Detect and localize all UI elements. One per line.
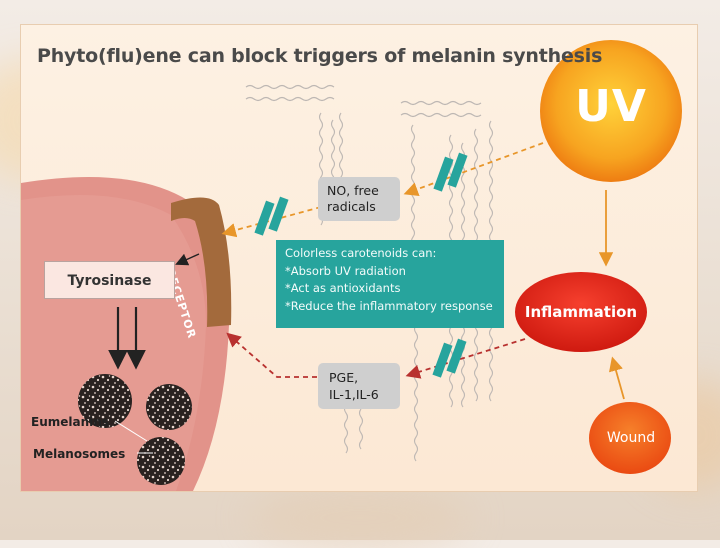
carotenoids-item: *Absorb UV radiation (285, 263, 406, 278)
block-bars-uv (433, 152, 468, 192)
inflammation-ellipse (515, 272, 647, 352)
uv-sun (540, 40, 682, 182)
pge-line-1: PGE, (329, 370, 359, 385)
no-line-2: radicals (327, 199, 376, 214)
diagram-title: Phyto(flu)ene can block triggers of mela… (37, 45, 603, 67)
melanosome (146, 384, 192, 430)
block-bars-inflammation (432, 338, 467, 378)
no-line-1: NO, free (327, 183, 379, 198)
uv-to-no-arrow (403, 142, 544, 197)
uv-label: UV (575, 81, 647, 132)
eumelanins-pointer (114, 420, 148, 442)
pge-box: PGE, IL-1,IL-6 (318, 363, 400, 409)
tyrosinase-box: Tyrosinase (44, 261, 175, 299)
melanosomes-label: Melanosomes (33, 447, 126, 461)
receptor-to-tyrosinase-arrow (175, 253, 200, 266)
carotenoids-heading: Colorless carotenoids can: (285, 246, 437, 260)
carotenoids-item: *Reduce the inflammatory response (285, 298, 493, 313)
block-bars-no (254, 196, 289, 236)
background-blob (250, 488, 470, 548)
wound-to-inflammation-arrow (609, 356, 625, 400)
melanosome (78, 374, 132, 428)
inflammation-to-pge-arrow (405, 338, 526, 379)
inflammation-label: Inflammation (524, 303, 638, 321)
pge-line-2: IL-1,IL-6 (329, 387, 379, 402)
diagram-panel: Phyto(flu)ene can block triggers of mela… (20, 24, 698, 492)
eumelanins-label: Eumelanins (31, 415, 109, 429)
carotenoids-box: Colorless carotenoids can: *Absorb UV ra… (276, 240, 504, 328)
wound-ellipse (589, 402, 671, 474)
melanosome (137, 437, 185, 485)
no-free-radicals-box: NO, free radicals (318, 177, 400, 221)
wound-label: Wound (606, 430, 656, 446)
receptor (171, 197, 232, 327)
pge-to-cell-arrow (226, 332, 317, 378)
carotenoids-item: *Act as antioxidants (285, 281, 401, 295)
